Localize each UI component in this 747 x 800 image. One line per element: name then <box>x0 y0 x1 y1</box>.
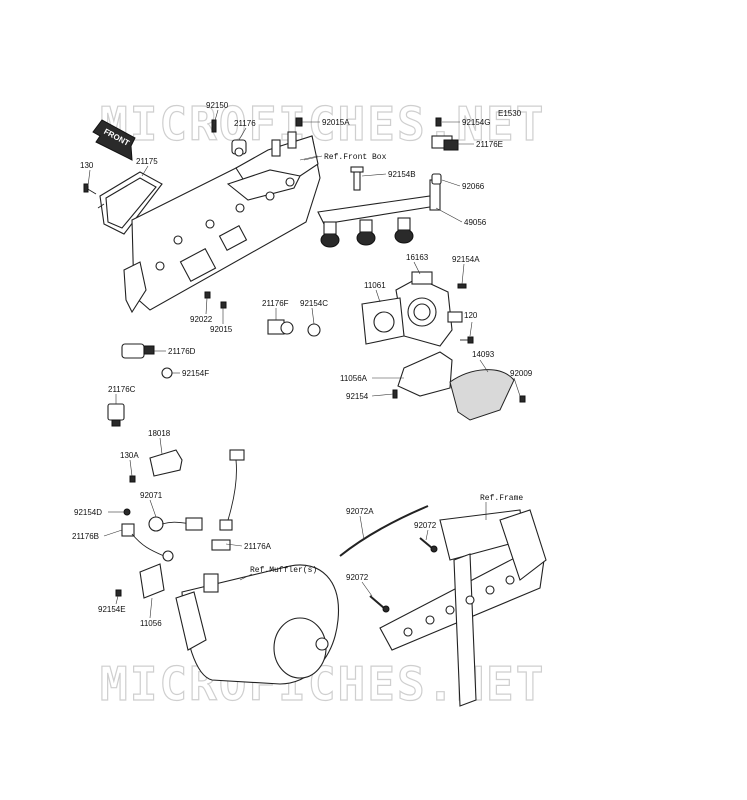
ref-frame: Ref.Frame <box>480 494 523 503</box>
label-92022: 92022 <box>190 315 213 324</box>
gasket-11061 <box>361 297 405 345</box>
sensor-21176E <box>431 117 459 151</box>
label-21175: 21175 <box>136 157 158 166</box>
label-92072-2: 92072 <box>346 573 369 582</box>
label-49056: 49056 <box>464 218 487 227</box>
label-92072-1: 92072 <box>414 521 437 530</box>
clamp-92072-1 <box>419 537 438 553</box>
bolt-92154B <box>350 166 364 191</box>
sensor-21176D <box>121 343 155 359</box>
ref-muffler: Ref.Muffler(s) <box>250 566 317 575</box>
ecu-21175 <box>97 171 163 235</box>
leader-lines <box>87 109 521 619</box>
bolt-92154 <box>392 389 398 399</box>
bolt-92015A <box>295 117 303 127</box>
watermark-top: MICROFICHES.NET <box>100 97 545 151</box>
bolt-120 <box>460 336 474 344</box>
label-130A: 130A <box>120 451 139 460</box>
bolt-92154E <box>115 589 122 597</box>
label-21176D: 21176D <box>168 347 196 356</box>
label-120: 120 <box>464 311 478 320</box>
label-92154F: 92154F <box>182 369 209 378</box>
label-21176E: 21176E <box>476 140 503 149</box>
bolt-130 <box>83 183 97 195</box>
sensor-21176 <box>231 139 247 157</box>
label-130: 130 <box>80 161 94 170</box>
label-92150: 92150 <box>206 101 229 110</box>
bolt-92150 <box>211 119 217 133</box>
label-18018: 18018 <box>148 429 171 438</box>
label-21176F: 21176F <box>262 299 289 308</box>
bolt-92154D <box>123 508 131 516</box>
label-92154E: 92154E <box>98 605 126 614</box>
label-92154G: 92154G <box>462 118 490 127</box>
label-14093: 14093 <box>472 350 495 359</box>
label-92072A: 92072A <box>346 507 374 516</box>
clamp-92072-2 <box>369 595 390 613</box>
bolt-92154F <box>161 367 173 379</box>
label-92015: 92015 <box>210 325 233 334</box>
o2-sensor-21176A <box>211 449 245 551</box>
watermark-bottom: MICROFICHES.NET <box>100 657 545 711</box>
label-92071: 92071 <box>140 491 163 500</box>
bracket-11056 <box>139 563 165 599</box>
sensor-21176B <box>121 523 174 562</box>
clamp-92072A <box>339 505 429 557</box>
bolt-130A <box>129 475 136 483</box>
front-box-bracket <box>123 131 321 314</box>
label-21176B: 21176B <box>72 532 99 541</box>
front-arrow-icon: FRONT <box>92 119 136 161</box>
label-92154D: 92154D <box>74 508 102 517</box>
label-21176A: 21176A <box>244 542 272 551</box>
label-21176: 21176 <box>234 119 256 128</box>
fuel-rail-49056 <box>317 173 442 248</box>
label-92009: 92009 <box>510 369 533 378</box>
sensor-21176C <box>107 403 125 427</box>
label-92154C: 92154C <box>300 299 328 308</box>
frame <box>379 509 547 707</box>
cover-14093 <box>449 369 515 421</box>
label-11056A: 11056A <box>340 374 368 383</box>
label-11056: 11056 <box>140 619 162 628</box>
nut-92154C <box>307 323 321 337</box>
sensor-21176F <box>267 319 294 335</box>
label-92066: 92066 <box>462 182 485 191</box>
label-92154A: 92154A <box>452 255 480 264</box>
bolt-92022 <box>204 291 211 299</box>
label-92154B: 92154B <box>388 170 416 179</box>
label-21176C: 21176C <box>108 385 136 394</box>
bracket-11056A <box>397 351 453 397</box>
bolt-92015 <box>220 301 227 309</box>
label-16163: 16163 <box>406 253 429 262</box>
label-11061: 11061 <box>364 281 386 290</box>
muffler <box>175 564 340 685</box>
bolt-92009 <box>519 395 526 403</box>
grommet-92071 <box>148 516 203 532</box>
diagram-code: E1530 <box>498 109 522 118</box>
throttle-body-16163 <box>395 271 467 347</box>
ref-front-box: Ref.Front Box <box>324 153 387 162</box>
bracket-18018 <box>149 449 183 477</box>
label-92154: 92154 <box>346 392 369 401</box>
label-92015A: 92015A <box>322 118 350 127</box>
